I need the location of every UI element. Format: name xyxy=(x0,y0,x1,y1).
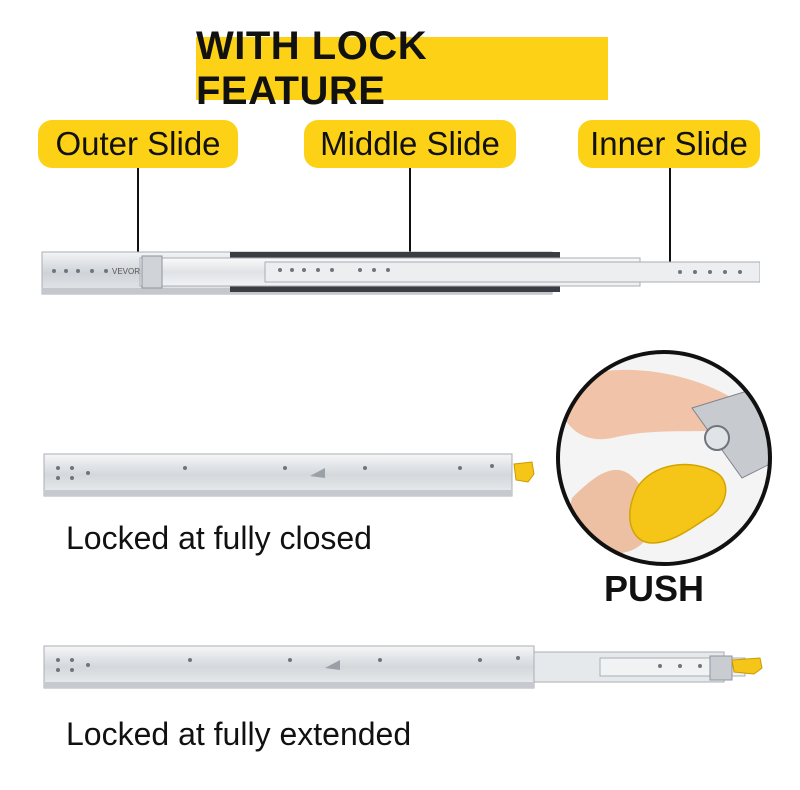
extended-slide-bracket xyxy=(709,655,733,681)
outer-slide-callout: Outer Slide xyxy=(38,120,238,168)
inset-lock-lever xyxy=(629,463,727,544)
inner-slide-leader xyxy=(669,168,671,268)
outer-slide-label: Outer Slide xyxy=(55,125,221,162)
feature-banner: WITH LOCK FEATURE xyxy=(196,24,608,113)
inner-slide-label: Inner Slide xyxy=(590,125,748,162)
brand-mark: VEVOR xyxy=(112,267,140,276)
full-slide-illustration: VEVOR xyxy=(41,251,760,295)
middle-slide-callout: Middle Slide xyxy=(304,120,516,168)
banner-title: WITH LOCK FEATURE xyxy=(196,23,428,113)
extended-slide-latch-notch xyxy=(325,660,340,670)
closed-slide-rail xyxy=(43,453,513,497)
extended-slide-lock-lever xyxy=(731,657,763,675)
push-label: PUSH xyxy=(604,568,705,609)
middle-slide-leader xyxy=(409,168,411,260)
closed-slide-latch-notch xyxy=(310,468,325,478)
outer-slide-leader xyxy=(137,168,139,258)
inner-slide-rail xyxy=(264,261,760,283)
extended-outer-rail xyxy=(43,645,535,689)
push-lever-inset xyxy=(556,350,772,566)
extended-slide-illustration xyxy=(43,645,763,689)
inner-slide-callout: Inner Slide xyxy=(578,120,760,168)
closed-slide-illustration xyxy=(43,453,535,497)
caption-locked-closed: Locked at fully closed xyxy=(66,520,372,556)
finger-shape xyxy=(558,369,741,440)
caption-locked-extended: Locked at fully extended xyxy=(66,716,412,752)
bearing-strip-top xyxy=(230,252,560,258)
lock-bracket xyxy=(141,255,163,289)
middle-slide-label: Middle Slide xyxy=(320,125,500,162)
bearing-strip-bottom xyxy=(230,286,560,292)
closed-slide-lock-lever xyxy=(513,461,535,483)
